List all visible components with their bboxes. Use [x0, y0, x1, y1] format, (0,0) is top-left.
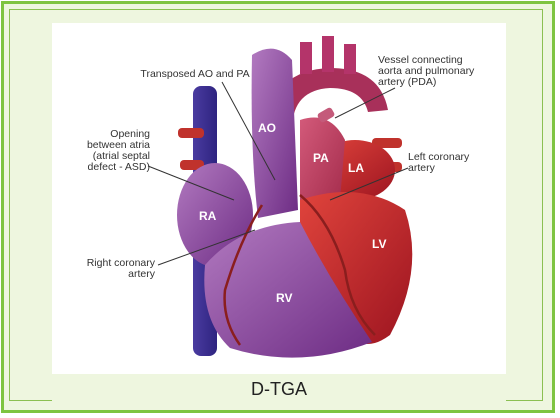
arch-branch-3	[344, 44, 356, 74]
label-pda: Vessel connecting aorta and pulmonary ar…	[378, 55, 503, 88]
label-la: LA	[348, 161, 364, 175]
caption-d-tga: D-TGA	[52, 374, 506, 404]
label-asd: Opening between atria (atrial septal def…	[60, 129, 150, 173]
label-lv: LV	[372, 237, 386, 251]
arch-branch-2	[322, 36, 334, 72]
arch-branch-1	[300, 42, 312, 74]
label-ra: RA	[199, 209, 216, 223]
left-coronary-line-2: artery	[408, 163, 498, 174]
left-pulmonary-vein-upper	[178, 128, 204, 138]
label-left-coronary: Left coronary artery	[408, 152, 498, 174]
label-pa: PA	[313, 151, 329, 165]
label-transposed-ao-pa: Transposed AO and PA	[120, 69, 270, 80]
pda-line-3: artery (PDA)	[378, 77, 503, 88]
label-ao: AO	[258, 121, 276, 135]
label-rv: RV	[276, 291, 292, 305]
asd-line-4: defect - ASD)	[60, 162, 150, 173]
right-coronary-line-2: artery	[70, 269, 155, 280]
label-right-coronary: Right coronary artery	[70, 258, 155, 280]
